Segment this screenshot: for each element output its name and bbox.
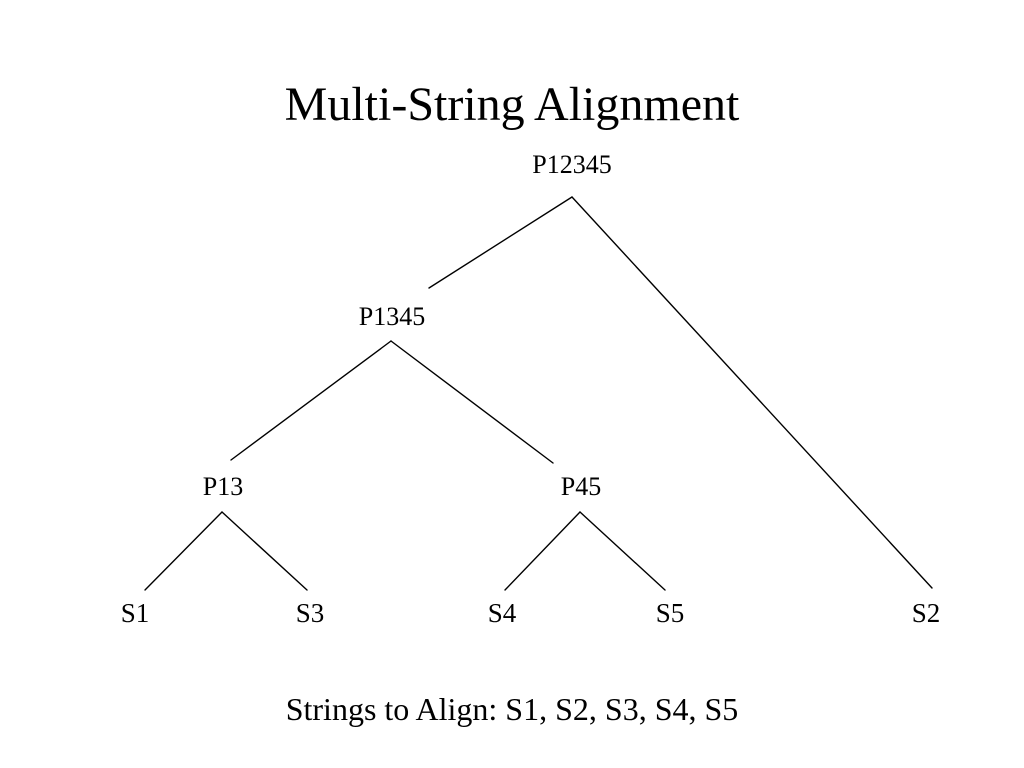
tree-leaf-s4: S4 [487,598,517,628]
tree-node-p1345: P1345 [358,302,426,331]
tree-edge-p12345-to-s2 [571,196,933,589]
tree-leaf-s2: S2 [911,598,941,628]
tree-leaf-s3: S3 [295,598,325,628]
tree-leaf-s5: S5 [655,598,685,628]
tree-edge-p13-to-s1 [144,511,223,591]
tree-node-p13: P13 [202,472,244,501]
tree-edge-group [144,196,933,591]
page-title: Multi-String Alignment [284,78,740,132]
figure-caption: Strings to Align: S1, S2, S3, S4, S5 [285,691,739,727]
tree-node-p45: P45 [560,472,602,501]
tree-edge-p1345-to-p45 [390,340,554,464]
tree-edge-p1345-to-p13 [230,340,392,461]
tree-edge-p13-to-s3 [221,511,308,591]
tree-edge-p12345-to-p1345 [428,196,573,289]
tree-edge-p45-to-s4 [504,511,581,591]
tree-leaf-s1: S1 [120,598,150,628]
tree-edge-p45-to-s5 [579,511,666,591]
tree-node-p12345: P12345 [532,150,612,179]
